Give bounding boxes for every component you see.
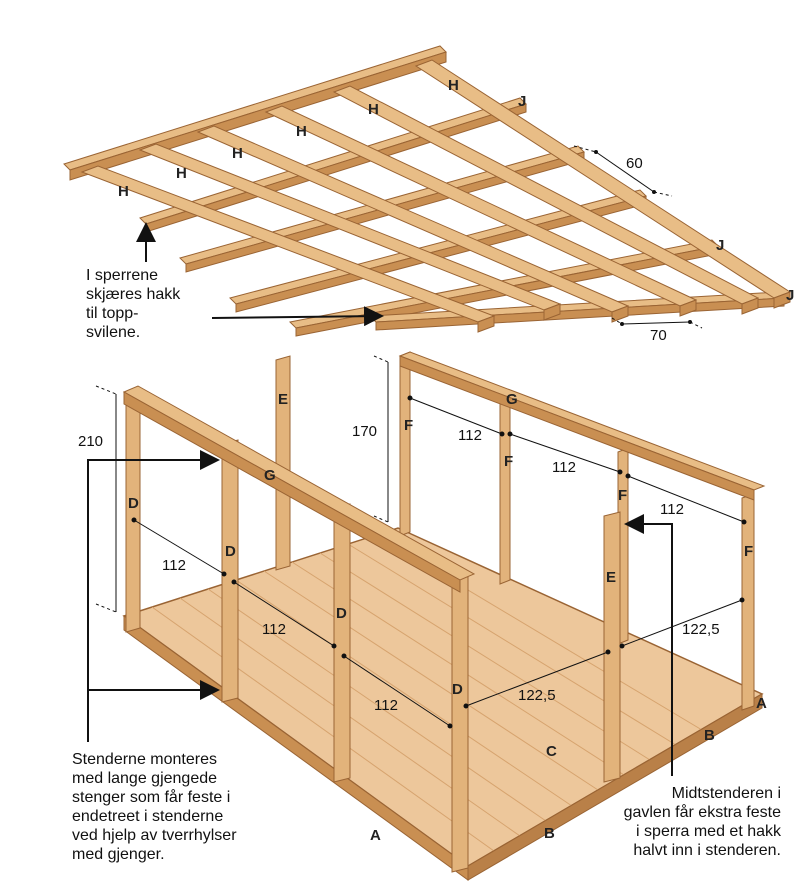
dimension-front-spacing	[131, 517, 453, 729]
dimension-front-height: 210	[78, 385, 117, 613]
frame-assembly: D D D D F F F F E E G G C A A B B 210 17…	[78, 351, 767, 881]
front-post-label: D	[452, 681, 463, 698]
gable-post-label: E	[278, 391, 288, 408]
front-post-label: D	[336, 605, 347, 622]
threaded-rods-leader	[87, 450, 220, 742]
gable-posts	[275, 355, 621, 783]
back-post-label: F	[404, 417, 413, 434]
back-beam-label: G	[506, 391, 518, 408]
dim-label-112: 112	[552, 459, 576, 476]
roof-assembly: H H H H H H J J J 60 70	[63, 45, 794, 344]
dim-label-112: 112	[458, 427, 482, 444]
rafter-label: H	[232, 145, 243, 162]
rafter-label: H	[448, 77, 459, 94]
front-beam-label: G	[264, 467, 276, 484]
dim-label-170: 170	[352, 423, 377, 440]
front-post-label: D	[128, 495, 139, 512]
dimension-rafter-spacing: 60	[573, 145, 673, 197]
purlin-label: J	[716, 237, 724, 254]
rafter	[138, 143, 562, 321]
dim-label-122-5: 122,5	[682, 621, 720, 638]
purlin	[229, 189, 647, 313]
dimension-back-height: 170	[352, 355, 389, 523]
floor-label: C	[546, 743, 557, 760]
dim-label-122-5: 122,5	[518, 687, 556, 704]
rafter	[414, 59, 792, 309]
purlin-label: J	[786, 287, 794, 304]
dim-label-112: 112	[162, 557, 186, 574]
rafter	[264, 105, 698, 317]
dimension-purlin-spacing: 70	[611, 317, 703, 344]
rafter-label: H	[368, 101, 379, 118]
rafter	[332, 85, 760, 315]
rafter	[80, 165, 496, 333]
front-post-label: D	[225, 543, 236, 560]
back-post-label: F	[744, 543, 753, 560]
rafter-label: H	[176, 165, 187, 182]
sill-a-label: A	[370, 827, 381, 844]
purlin-label: J	[518, 93, 526, 110]
rafters	[80, 59, 792, 333]
notch-arrow-right	[211, 306, 384, 327]
back-wall	[398, 351, 766, 711]
dim-label-112: 112	[660, 501, 684, 518]
sill-b-label: B	[704, 727, 715, 744]
rafter	[196, 125, 630, 323]
dim-label-70: 70	[650, 327, 667, 344]
dim-label-210: 210	[78, 433, 103, 450]
dim-label-60: 60	[626, 155, 643, 172]
threaded-rods-note: Stenderne monteres med lange gjengede st…	[72, 751, 237, 863]
front-wall	[122, 385, 476, 873]
rafter-label: H	[118, 183, 129, 200]
sill-a-label: A	[756, 695, 767, 712]
sill-b-label: B	[544, 825, 555, 842]
dimension-back-spacing	[407, 395, 747, 525]
dim-label-112: 112	[374, 697, 398, 714]
gable-post-note: Midtstenderen i gavlen får ekstra feste …	[623, 785, 781, 859]
dim-label-112: 112	[262, 621, 286, 638]
dimension-gable-spacing	[463, 597, 745, 709]
gable-post-leader	[624, 514, 673, 776]
rafter-notch-note: I sperrene skjæres hakk til topp- svilen…	[86, 267, 181, 341]
rafter-label: H	[296, 123, 307, 140]
gable-post-label: E	[606, 569, 616, 586]
back-post-label: F	[504, 453, 513, 470]
back-post-label: F	[618, 487, 627, 504]
